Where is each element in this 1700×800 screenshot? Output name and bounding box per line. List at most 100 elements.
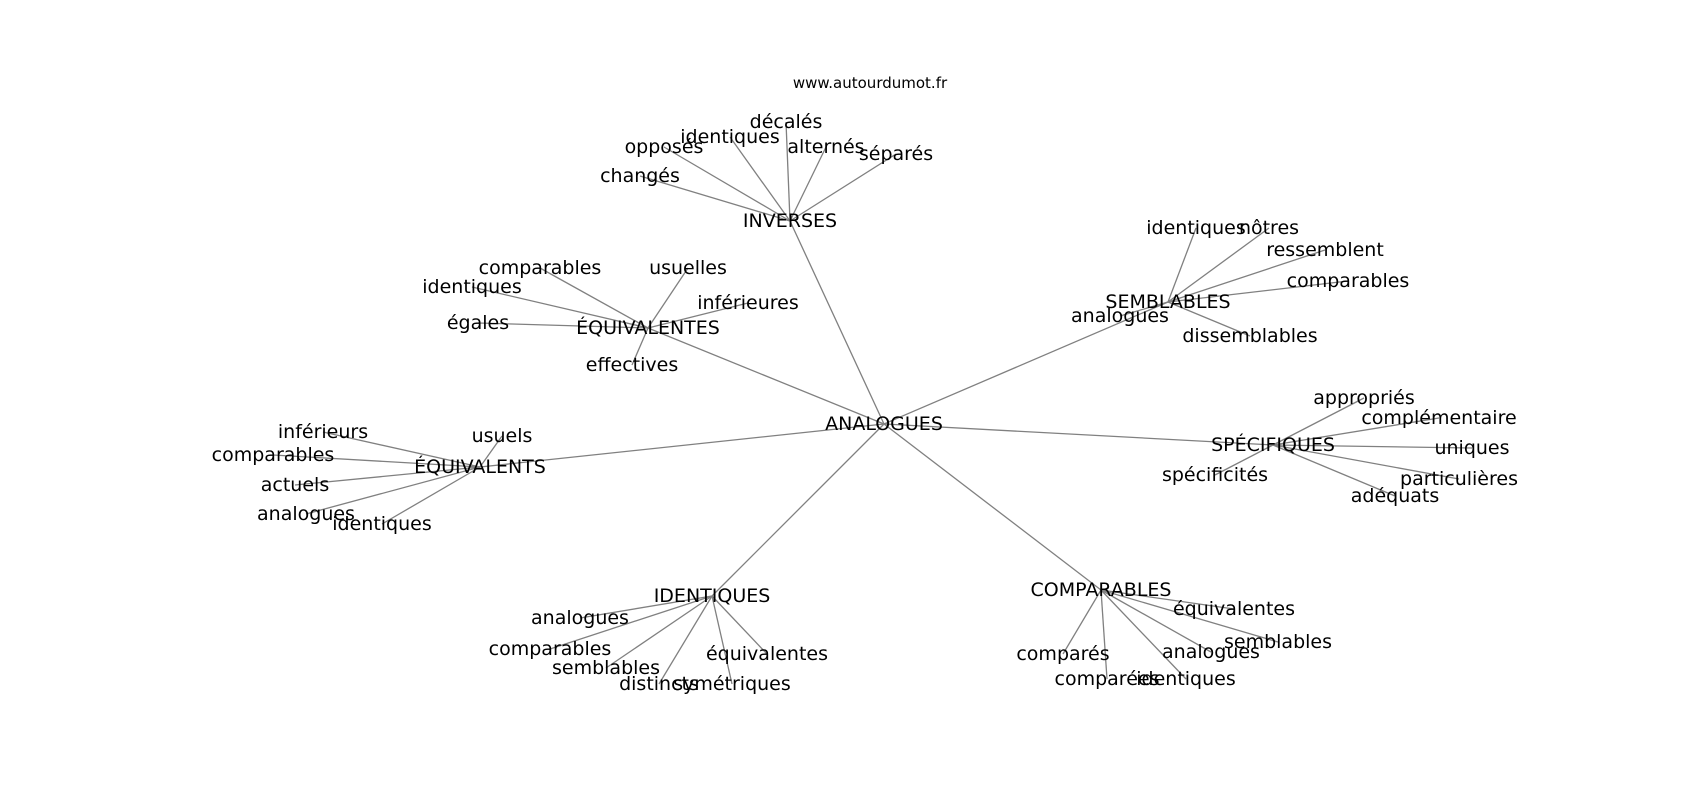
edge-branch-leaf [785, 121, 791, 222]
leaf-node: comparables [479, 257, 602, 279]
edge-branch-leaf [1100, 589, 1108, 680]
leaf-node: opposés [625, 136, 704, 158]
source-url: www.autourdumot.fr [793, 74, 948, 92]
edge-branch-leaf [1100, 589, 1212, 653]
edge-branch-leaf [1167, 301, 1251, 337]
edge-root-branch [647, 327, 885, 425]
leaf-node: analogues [531, 607, 629, 629]
edge-branch-leaf [631, 327, 649, 366]
leaf-node: usuelles [649, 257, 727, 279]
edge-root-branch [479, 423, 885, 468]
edge-branch-leaf [1167, 227, 1197, 303]
leaf-node: analogues [257, 503, 355, 525]
branch-node: INVERSES [743, 210, 837, 232]
edge-branch-leaf [729, 136, 791, 222]
edge-root-branch [883, 301, 1169, 425]
edge-branch-leaf [272, 454, 481, 468]
edge-branch-leaf [1272, 444, 1473, 449]
edge-branch-leaf [579, 595, 713, 619]
leaf-node: inférieures [697, 292, 799, 314]
edge-branch-leaf [1167, 280, 1349, 303]
leaf-node: équivalentes [706, 643, 828, 665]
edge-branch-leaf [549, 595, 713, 650]
edge-branch-leaf [663, 146, 791, 222]
leaf-node: usuels [472, 425, 533, 447]
edge-branch-leaf [322, 431, 481, 468]
edge-branch-leaf [471, 286, 649, 329]
leaf-node: égales [447, 312, 509, 334]
edge-branch-leaf [1272, 397, 1365, 446]
edge-branch-leaf [1062, 589, 1102, 655]
leaf-node: inférieurs [278, 421, 368, 443]
edge-root-branch [883, 423, 1274, 446]
leaf-node: nôtres [1239, 217, 1299, 239]
edge-root-branch [789, 220, 885, 425]
leaf-node: identiques [1146, 217, 1246, 239]
edge-branch-leaf [789, 146, 827, 222]
edge-branch-leaf [639, 175, 791, 222]
edge-branch-leaf [1100, 589, 1279, 643]
edge-branch-leaf [1167, 227, 1270, 303]
leaf-node: changés [600, 165, 680, 187]
leaf-node: analogues [1071, 305, 1169, 327]
branch-node: ÉQUIVALENTS [414, 455, 546, 478]
leaf-node: identiques [332, 513, 432, 535]
edge-branch-leaf [479, 435, 503, 468]
leaf-node: décalés [750, 111, 823, 133]
leaf-node: actuels [261, 474, 329, 496]
edge-branch-leaf [711, 595, 733, 685]
leaf-node: effectives [586, 354, 678, 376]
leaf-node: adéquats [1351, 485, 1440, 507]
leaf-node: identiques [422, 276, 522, 298]
leaf-node: alternés [787, 136, 864, 158]
edge-branch-leaf [647, 302, 749, 329]
leaf-node: séparés [859, 143, 933, 165]
leaf-node: ressemblent [1266, 239, 1384, 261]
edge-branch-leaf [1100, 589, 1187, 680]
edge-branch-leaf [294, 466, 481, 486]
edge-branch-leaf [647, 267, 689, 329]
leaf-node: appropriés [1313, 387, 1415, 409]
edge-branch-leaf [1272, 444, 1460, 480]
leaf-node: uniques [1434, 437, 1509, 459]
leaf-node: analogues [1162, 641, 1260, 663]
leaf-node: équivalentes [1173, 598, 1295, 620]
edge-branch-leaf [1214, 444, 1274, 476]
leaf-node: comparées [1055, 668, 1160, 690]
leaf-node: particulières [1400, 468, 1518, 490]
leaf-node: comparés [1016, 643, 1109, 665]
graph-edges [272, 121, 1473, 685]
edge-branch-leaf [711, 595, 768, 655]
edge-branch-leaf [1272, 417, 1440, 446]
root-node: ANALOGUES [825, 413, 943, 435]
edge-branch-leaf [539, 267, 649, 329]
edge-branch-leaf [605, 595, 713, 669]
leaf-node: comparables [1287, 270, 1410, 292]
edge-branch-leaf [658, 595, 713, 685]
branch-node: ÉQUIVALENTES [576, 316, 720, 339]
leaf-node: distincts [619, 673, 699, 695]
edge-branch-leaf [1119, 301, 1169, 317]
leaf-node: complémentaire [1361, 407, 1516, 429]
leaf-node: dissemblables [1182, 325, 1317, 347]
edge-branch-leaf [477, 322, 649, 329]
leaf-node: semblables [552, 657, 660, 679]
leaf-node: comparables [212, 444, 335, 466]
branch-node: SEMBLABLES [1105, 291, 1230, 313]
branch-node: COMPARABLES [1031, 579, 1172, 601]
edge-branch-leaf [1100, 589, 1235, 610]
edge-branch-leaf [1167, 249, 1326, 303]
edge-branch-leaf [381, 466, 481, 525]
branch-node: IDENTIQUES [654, 585, 771, 607]
graph-labels: www.autourdumot.fr ANALOGUES INVERSES chan… [212, 74, 1518, 695]
branch-node: SPÉCIFIQUES [1211, 433, 1335, 456]
edge-branch-leaf [789, 153, 897, 222]
leaf-node: identiques [1136, 668, 1236, 690]
edge-branch-leaf [305, 466, 481, 515]
edge-root-branch [711, 423, 885, 597]
leaf-node: semblables [1224, 631, 1332, 653]
leaf-node: identiques [680, 126, 780, 148]
leaf-node: symétriques [673, 673, 791, 695]
leaf-node: spécificités [1162, 464, 1268, 486]
